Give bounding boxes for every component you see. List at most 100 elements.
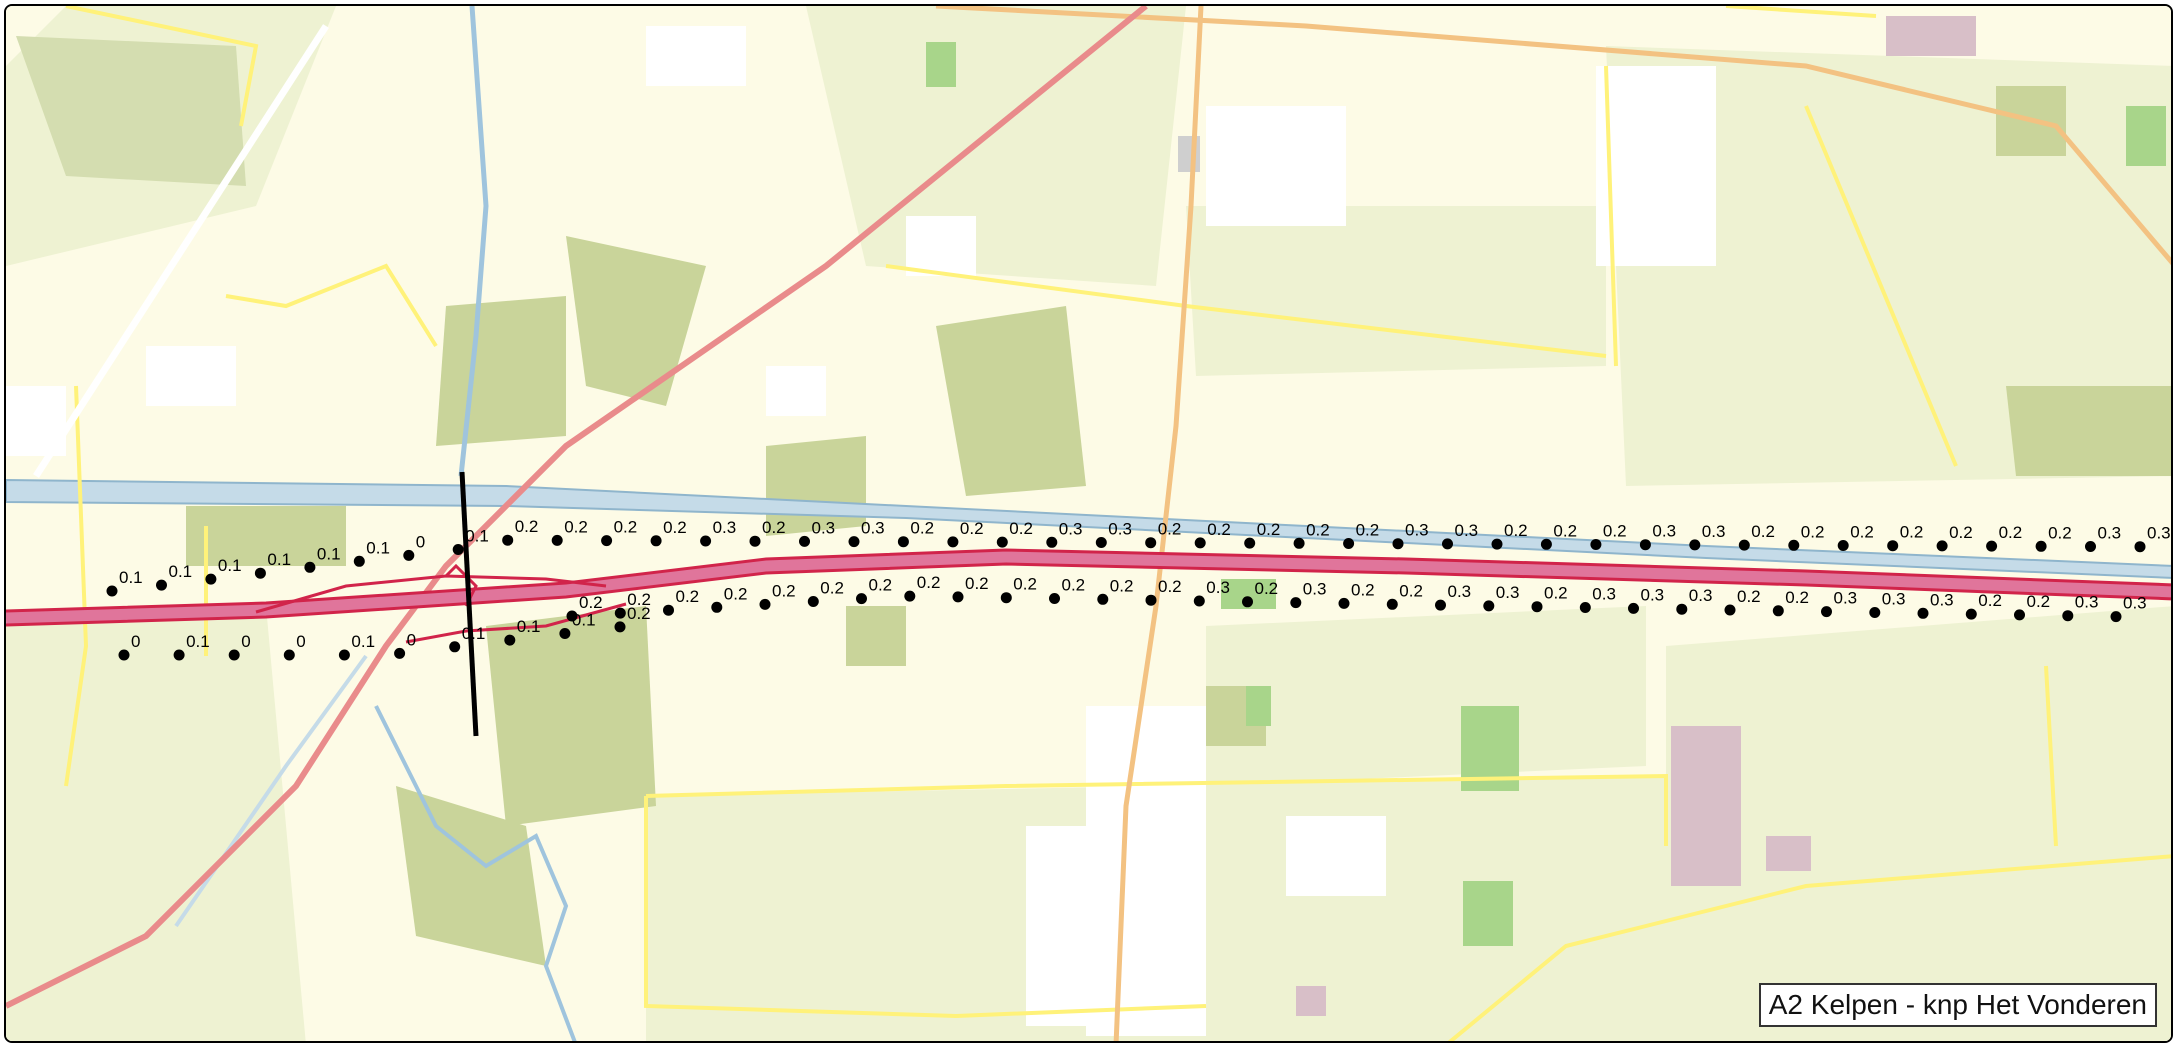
road-row-point[interactable] — [1483, 600, 1495, 612]
north-row-point[interactable] — [799, 535, 810, 547]
road-row-point[interactable] — [1193, 595, 1205, 607]
road-row-point[interactable] — [1869, 607, 1881, 618]
north-row-point[interactable] — [403, 549, 415, 561]
south-row-point[interactable] — [559, 628, 571, 639]
north-row-point[interactable] — [1936, 540, 1948, 552]
field-parcel — [1666, 606, 2171, 1041]
road-row-point[interactable] — [1145, 594, 1157, 606]
north-row-point[interactable] — [1738, 539, 1750, 551]
north-row-point[interactable] — [700, 535, 712, 547]
road-row-point[interactable] — [1724, 604, 1736, 616]
north-row-point[interactable] — [1095, 537, 1107, 548]
forest-patch — [2006, 386, 2171, 476]
south-row-point[interactable] — [228, 649, 240, 661]
road-row-point[interactable] — [2110, 611, 2122, 623]
north-row-point[interactable] — [1442, 538, 1453, 550]
north-row-point-label: 0.3 — [713, 518, 737, 537]
road-row-point[interactable] — [1097, 593, 1109, 605]
south-row-point[interactable] — [614, 621, 626, 633]
road-row-point[interactable] — [711, 601, 723, 613]
north-row-point[interactable] — [551, 534, 563, 546]
road-row-point[interactable] — [1435, 599, 1446, 611]
north-row-point[interactable] — [1887, 540, 1899, 552]
road-row-point[interactable] — [1242, 596, 1253, 608]
road-row-point[interactable] — [1290, 597, 1302, 609]
south-row-point[interactable] — [173, 649, 185, 661]
south-row-point[interactable] — [504, 634, 516, 646]
north-row-point[interactable] — [749, 535, 761, 547]
road-row-point[interactable] — [566, 610, 578, 622]
road-row-point[interactable] — [904, 590, 916, 602]
road-row-point[interactable] — [759, 598, 771, 610]
road-row-point[interactable] — [1821, 606, 1832, 618]
north-row-point[interactable] — [353, 555, 365, 567]
road-row-point[interactable] — [663, 604, 674, 616]
road-row-point[interactable] — [614, 607, 626, 619]
road-row-point[interactable] — [2014, 609, 2025, 621]
north-row-point[interactable] — [1392, 538, 1404, 550]
north-row-point[interactable] — [2085, 541, 2096, 552]
south-row-point[interactable] — [449, 641, 461, 653]
north-row-point[interactable] — [2134, 541, 2146, 553]
south-row-point[interactable] — [118, 649, 130, 661]
road-row-point[interactable] — [1676, 603, 1688, 615]
north-row-point-label: 0.3 — [2098, 524, 2122, 543]
north-row-point-label: 0.2 — [1999, 523, 2023, 542]
north-row-point[interactable] — [1540, 538, 1552, 550]
north-row-point[interactable] — [1194, 537, 1206, 549]
road-row-point[interactable] — [1338, 597, 1350, 609]
road-row-point-label: 0.2 — [1255, 579, 1279, 598]
north-row-point[interactable] — [1145, 537, 1157, 549]
road-row-point[interactable] — [1772, 605, 1784, 617]
north-row-point[interactable] — [1491, 538, 1503, 550]
road-row-point[interactable] — [1628, 602, 1639, 614]
north-row-point[interactable] — [106, 585, 118, 597]
north-row-point[interactable] — [502, 534, 514, 546]
north-row-point[interactable] — [1046, 536, 1058, 548]
north-row-point[interactable] — [1293, 537, 1305, 549]
north-row-point[interactable] — [848, 536, 860, 548]
road-row-point-label: 0.2 — [1013, 575, 1037, 594]
local-road — [645, 773, 1668, 846]
road-row-point[interactable] — [1579, 602, 1591, 613]
south-row-point[interactable] — [283, 649, 295, 661]
forest-patch — [396, 786, 546, 966]
road-row-point[interactable] — [2062, 610, 2074, 622]
building-block — [1026, 826, 1106, 1026]
south-row-point[interactable] — [394, 647, 406, 659]
north-row-point[interactable] — [650, 535, 662, 547]
north-row-point[interactable] — [1837, 540, 1849, 551]
road-row-point[interactable] — [1000, 592, 1012, 604]
stream — [458, 6, 489, 477]
north-row-point[interactable] — [254, 567, 266, 579]
road-row-point[interactable] — [1965, 608, 1977, 620]
north-row-point[interactable] — [452, 544, 464, 555]
road-row-point[interactable] — [1917, 607, 1929, 619]
south-row-point-label: 0.1 — [517, 617, 541, 636]
north-row-point[interactable] — [1639, 539, 1651, 551]
north-row-point[interactable] — [601, 535, 613, 547]
north-row-point[interactable] — [1244, 537, 1256, 549]
road-row-point[interactable] — [1386, 598, 1398, 610]
road-row-point[interactable] — [952, 591, 964, 603]
north-row-point[interactable] — [1986, 540, 1998, 552]
north-row-point[interactable] — [1788, 539, 1800, 551]
north-row-point[interactable] — [1343, 538, 1355, 549]
north-row-point[interactable] — [947, 536, 959, 548]
north-row-point[interactable] — [304, 561, 316, 573]
north-row-point[interactable] — [897, 536, 909, 548]
north-row-point[interactable] — [2035, 540, 2047, 552]
north-row-point-label: 0.2 — [2048, 523, 2072, 542]
road-row-point[interactable] — [1049, 593, 1060, 604]
road-row-point[interactable] — [1531, 601, 1543, 613]
north-row-point[interactable] — [996, 536, 1008, 548]
north-row-point[interactable] — [1689, 539, 1701, 551]
road-row-point-label: 0.2 — [1110, 576, 1134, 595]
road-row-point[interactable] — [807, 596, 819, 607]
north-row-point[interactable] — [1590, 539, 1602, 550]
north-row-point[interactable] — [205, 573, 217, 585]
north-row-point[interactable] — [156, 579, 167, 591]
road-row-point[interactable] — [856, 593, 867, 605]
south-row-point[interactable] — [338, 649, 350, 661]
